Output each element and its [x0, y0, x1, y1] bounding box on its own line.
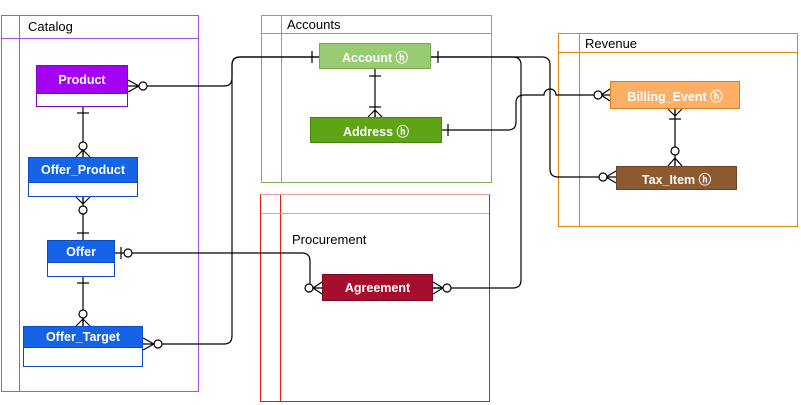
pool-catalog-gutter — [19, 16, 20, 391]
entity-offer[interactable]: Offer — [47, 240, 115, 263]
connector-offer-agreement — [115, 247, 323, 295]
entity-tax-item[interactable]: Tax_Item ⓗ — [616, 166, 737, 190]
connector-address-billing-event — [442, 88, 611, 136]
pool-procurement — [260, 194, 490, 402]
pool-catalog: Catalog — [1, 15, 199, 392]
entity-account-label: Account ⓗ — [342, 50, 408, 65]
entity-offer-attributes-row[interactable] — [47, 262, 115, 277]
circle-offer-product-top-end — [78, 141, 88, 151]
pool-catalog-title-underline — [2, 38, 198, 39]
circle-product-end — [138, 81, 148, 91]
circle-billing-event-left-end — [593, 90, 603, 100]
pool-procurement-title-underline — [261, 213, 489, 214]
entity-offer-target[interactable]: Offer_Target — [23, 326, 143, 348]
pool-accounts-gutter — [281, 16, 282, 182]
circle-offer-target-end — [153, 339, 163, 349]
connector-account-address — [367, 69, 383, 118]
entity-billing-event[interactable]: Billing_Event ⓗ — [610, 81, 740, 109]
entity-account[interactable]: Account ⓗ — [319, 43, 431, 69]
entity-offer-product[interactable]: Offer_Product — [28, 157, 138, 183]
entity-offer-target-label: Offer_Target — [45, 330, 121, 344]
entity-product[interactable]: Product — [36, 65, 128, 94]
pool-revenue-title-underline — [559, 52, 797, 53]
entity-offer-product-label: Offer_Product — [40, 163, 126, 177]
pool-accounts-title: Accounts — [287, 17, 341, 32]
circle-agreement-left-end — [304, 283, 314, 293]
pool-procurement-gutter — [280, 195, 281, 401]
circle-tax-item-top-end — [670, 146, 680, 156]
entity-offer-product-attributes-row[interactable] — [28, 182, 138, 197]
pool-revenue-gutter — [579, 34, 580, 226]
entity-address[interactable]: Address ⓗ — [310, 117, 442, 143]
entity-tax-item-label: Tax_Item ⓗ — [641, 172, 712, 187]
circle-offer-end — [123, 248, 133, 258]
entity-offer-label: Offer — [66, 244, 96, 259]
entity-product-label: Product — [58, 72, 106, 87]
circle-agreement-right-end — [442, 283, 452, 293]
entity-address-label: Address ⓗ — [343, 124, 409, 139]
entity-product-attributes-row[interactable] — [36, 93, 128, 107]
entity-agreement[interactable]: Agreement — [322, 274, 433, 301]
pool-accounts: Accounts — [261, 15, 492, 183]
entity-agreement-label: Agreement — [344, 280, 411, 295]
pool-procurement-label: Procurement — [292, 232, 367, 247]
entity-offer-target-attributes-row[interactable] — [23, 347, 143, 367]
circle-tax-item-left-end — [598, 172, 608, 182]
circle-offer-product-bottom-end — [78, 205, 88, 215]
pool-revenue: Revenue — [558, 33, 798, 227]
connector-offer-target-account — [142, 56, 319, 351]
entity-billing-event-label: Billing_Event ⓗ — [627, 89, 723, 104]
pool-revenue-title: Revenue — [585, 36, 638, 51]
connector-offer-product-offer — [75, 196, 91, 240]
connector-offer-offer-target — [75, 277, 91, 327]
connector-agreement-account — [431, 51, 522, 295]
connector-billing-event-tax-item — [667, 108, 683, 167]
pool-catalog-title: Catalog — [28, 19, 73, 34]
pool-accounts-title-underline — [262, 33, 491, 34]
circle-offer-target-top-end — [78, 309, 88, 319]
connector-account-tax-item — [431, 56, 617, 184]
